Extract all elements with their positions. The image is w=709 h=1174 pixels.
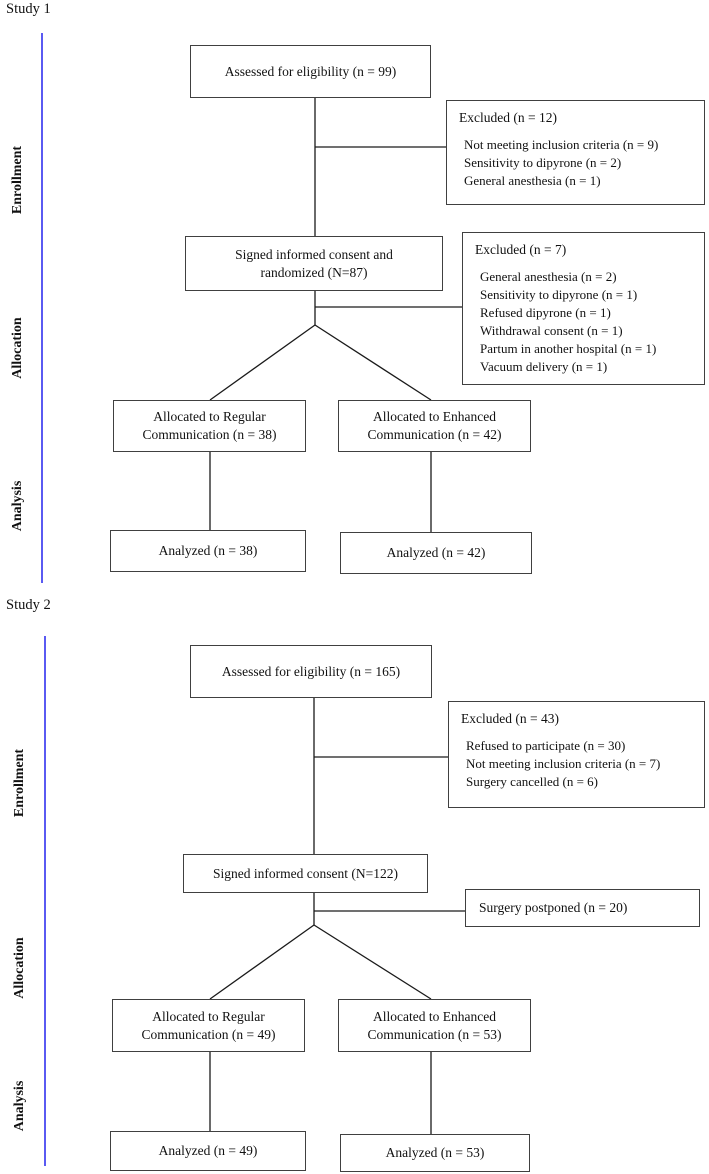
study1-assessed-box: Assessed for eligibility (n = 99)	[190, 45, 431, 98]
excluded-item: Refused dipyrone (n = 1)	[480, 304, 611, 320]
study2-excluded-items: Refused to participate (n = 30) Not meet…	[449, 728, 704, 792]
study2-analyzed-enhanced-box: Analyzed (n = 53)	[340, 1134, 530, 1172]
excluded-item: Surgery cancelled (n = 6)	[466, 773, 598, 789]
study2-section-allocation: Allocation	[12, 937, 27, 999]
excluded-item: Partum in another hospital (n = 1)	[480, 341, 657, 357]
excluded-item: Sensitivity to dipyrone (n = 1)	[480, 286, 638, 302]
excluded-item: Withdrawal consent (n = 1)	[480, 323, 623, 339]
excluded-item: Refused to participate (n = 30)	[466, 737, 626, 753]
study1-axis-line	[41, 33, 43, 583]
study1-analyzed-regular-box: Analyzed (n = 38)	[110, 530, 306, 572]
study2-excluded-title: Excluded (n = 43)	[461, 711, 559, 726]
study1-consent-box: Signed informed consent and randomized (…	[185, 236, 443, 291]
study1-excluded2-title: Excluded (n = 7)	[475, 242, 567, 257]
study2-alloc-regular-box: Allocated to Regular Communication (n = …	[112, 999, 305, 1052]
study1-section-enrollment: Enrollment	[10, 145, 25, 215]
study2-alloc-enhanced-box: Allocated to Enhanced Communication (n =…	[338, 999, 531, 1052]
excluded-item: Not meeting inclusion criteria (n = 9)	[464, 136, 659, 152]
study2-consent-box: Signed informed consent (N=122)	[183, 854, 428, 893]
excluded-item: Vacuum delivery (n = 1)	[480, 359, 608, 375]
study2-axis-line	[44, 636, 46, 1166]
study1-alloc-enhanced-box: Allocated to Enhanced Communication (n =…	[338, 400, 531, 452]
study2-title: Study 2	[6, 597, 51, 613]
study1-excluded2-box: Excluded (n = 7) General anesthesia (n =…	[462, 232, 705, 385]
study1-excluded-items: Not meeting inclusion criteria (n = 9) S…	[447, 127, 704, 191]
excluded-item: General anesthesia (n = 1)	[464, 172, 601, 188]
study2-section-enrollment: Enrollment	[12, 748, 27, 818]
excluded-item: General anesthesia (n = 2)	[480, 268, 617, 284]
study1-section-analysis: Analysis	[10, 480, 25, 532]
study2-section-analysis: Analysis	[12, 1080, 27, 1132]
study1-alloc-regular-box: Allocated to Regular Communication (n = …	[113, 400, 306, 452]
study2-analyzed-regular-box: Analyzed (n = 49)	[110, 1131, 306, 1171]
excluded-item: Not meeting inclusion criteria (n = 7)	[466, 755, 661, 771]
study2-assessed-box: Assessed for eligibility (n = 165)	[190, 645, 432, 698]
study1-excluded2-items: General anesthesia (n = 2) Sensitivity t…	[463, 259, 704, 377]
study2-surgery-postponed-box: Surgery postponed (n = 20)	[465, 889, 700, 927]
excluded-item: Sensitivity to dipyrone (n = 2)	[464, 154, 622, 170]
study2-excluded-box: Excluded (n = 43) Refused to participate…	[448, 701, 705, 808]
study1-title: Study 1	[6, 1, 51, 17]
study1-excluded-title: Excluded (n = 12)	[459, 110, 557, 125]
study1-analyzed-enhanced-box: Analyzed (n = 42)	[340, 532, 532, 574]
study1-excluded-box: Excluded (n = 12) Not meeting inclusion …	[446, 100, 705, 205]
study1-section-allocation: Allocation	[10, 317, 25, 379]
